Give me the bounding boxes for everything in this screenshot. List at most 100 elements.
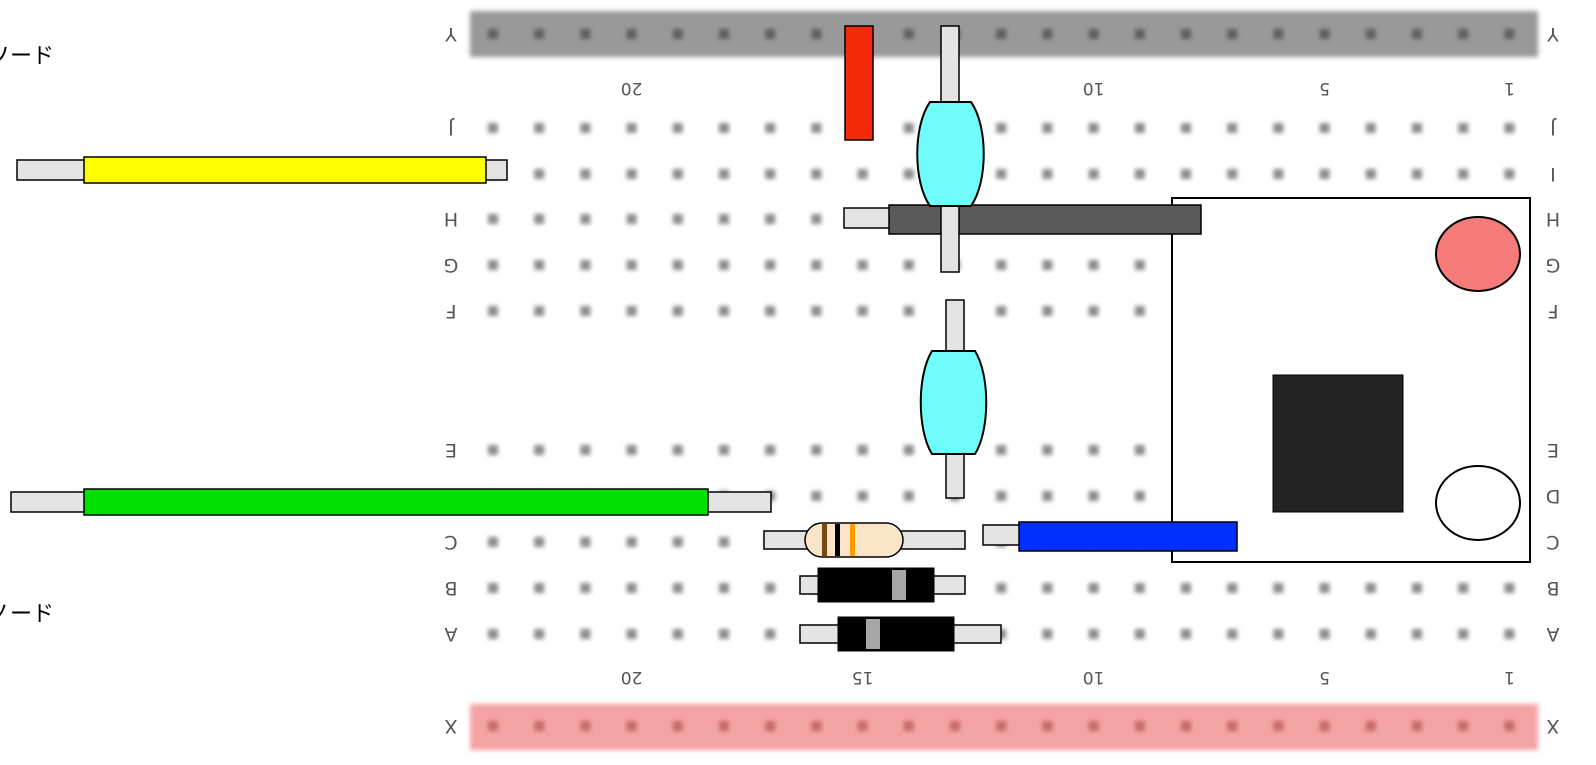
row-letter-right: B	[1546, 577, 1559, 599]
row-letter-left: C	[444, 531, 457, 553]
breadboard-hole	[1504, 169, 1515, 179]
rail-letter-left: X	[444, 715, 457, 737]
rail-hole	[626, 721, 637, 731]
anode-label: ノード	[0, 602, 55, 627]
breadboard-hole	[1042, 629, 1053, 639]
rail-hole	[1181, 29, 1191, 39]
column-number: 1	[1504, 78, 1515, 98]
breadboard-hole	[1088, 260, 1099, 270]
breadboard-hole	[1134, 629, 1145, 639]
rail-hole	[1227, 721, 1238, 731]
module-board[interactable]	[1171, 197, 1531, 563]
breadboard-hole	[1365, 629, 1376, 639]
breadboard-hole	[765, 169, 776, 179]
capacitor-bottom[interactable]	[919, 299, 988, 499]
breadboard-hole	[1365, 169, 1376, 179]
rail-letter-right: Y	[1547, 23, 1560, 45]
breadboard-hole	[488, 306, 498, 316]
rail-hole	[488, 29, 498, 39]
breadboard-hole	[488, 629, 498, 639]
breadboard-hole	[1458, 123, 1469, 133]
breadboard-hole	[488, 583, 498, 593]
breadboard-hole	[1227, 629, 1238, 639]
row-letter-right: G	[1546, 254, 1561, 276]
breadboard-hole	[857, 491, 868, 501]
breadboard-hole	[1042, 260, 1053, 270]
column-number: 5	[1319, 667, 1330, 687]
breadboard-hole	[857, 306, 868, 316]
breadboard-hole	[996, 260, 1007, 270]
rail-hole	[1134, 29, 1145, 39]
breadboard-hole	[534, 583, 545, 593]
breadboard-hole	[1319, 629, 1330, 639]
breadboard-hole	[580, 583, 591, 593]
breadboard-hole	[1273, 169, 1284, 179]
yellow-jumper-wire[interactable]	[16, 156, 508, 184]
blue-jumper-wire[interactable]	[982, 521, 1238, 552]
breadboard-hole	[1319, 583, 1330, 593]
rail-hole	[996, 721, 1007, 731]
breadboard-hole	[903, 491, 914, 501]
rail-hole	[996, 29, 1007, 39]
row-letter-left: B	[444, 577, 457, 599]
breadboard-hole	[534, 537, 545, 547]
breadboard-hole	[1088, 491, 1099, 501]
breadboard-hole	[580, 123, 591, 133]
rail-hole	[1458, 29, 1469, 39]
gray-jumper-wire[interactable]	[843, 204, 1202, 235]
breadboard-hole	[1042, 123, 1053, 133]
diode-1-band	[892, 570, 906, 600]
resistor-band-2	[835, 524, 840, 556]
breadboard-hole	[1273, 123, 1284, 133]
column-number: 5	[1319, 78, 1330, 98]
rail-hole	[1273, 721, 1284, 731]
capacitor-top[interactable]	[916, 25, 985, 273]
rail-hole	[765, 29, 776, 39]
breadboard-hole	[672, 583, 683, 593]
breadboard-hole	[811, 306, 822, 316]
breadboard-hole	[1458, 169, 1469, 179]
breadboard-hole	[672, 537, 683, 547]
breadboard-hole	[1227, 583, 1238, 593]
diode-1[interactable]	[799, 567, 966, 603]
breadboard-hole	[857, 445, 868, 455]
rail-hole	[626, 29, 637, 39]
resistor[interactable]	[763, 522, 966, 558]
breadboard-hole	[1412, 123, 1422, 133]
module-hole	[1435, 465, 1521, 541]
rail-hole	[1088, 721, 1099, 731]
column-number: 10	[1083, 667, 1105, 687]
breadboard-hole	[903, 169, 914, 179]
row-letter-right: E	[1547, 439, 1559, 461]
breadboard-hole	[1365, 123, 1376, 133]
breadboard-hole	[1088, 306, 1099, 316]
breadboard-hole	[1227, 169, 1238, 179]
breadboard-hole	[534, 214, 545, 224]
breadboard-hole	[719, 123, 729, 133]
rail-hole	[719, 29, 729, 39]
breadboard-hole	[719, 537, 729, 547]
resistor-band-3	[850, 524, 855, 556]
rail-hole	[672, 29, 683, 39]
breadboard-hole	[1412, 629, 1422, 639]
breadboard-hole	[1458, 629, 1469, 639]
row-letter-left: J	[448, 117, 455, 139]
breadboard-hole	[1134, 583, 1145, 593]
rail-hole	[1319, 721, 1330, 731]
breadboard-hole	[1042, 169, 1053, 179]
diode-2[interactable]	[799, 616, 1002, 652]
row-letter-right: H	[1546, 208, 1560, 230]
rail-letter-left: Y	[445, 23, 458, 45]
breadboard-hole	[811, 445, 822, 455]
green-jumper-wire[interactable]	[10, 488, 772, 516]
breadboard-hole	[857, 169, 868, 179]
breadboard-hole	[488, 260, 498, 270]
breadboard-hole	[488, 123, 498, 133]
red-jumper-wire[interactable]	[844, 25, 874, 141]
column-number: 20	[621, 78, 643, 98]
rail-hole	[1504, 29, 1515, 39]
breadboard-hole	[534, 169, 545, 179]
breadboard-hole	[488, 214, 498, 224]
breadboard-hole	[1227, 123, 1238, 133]
